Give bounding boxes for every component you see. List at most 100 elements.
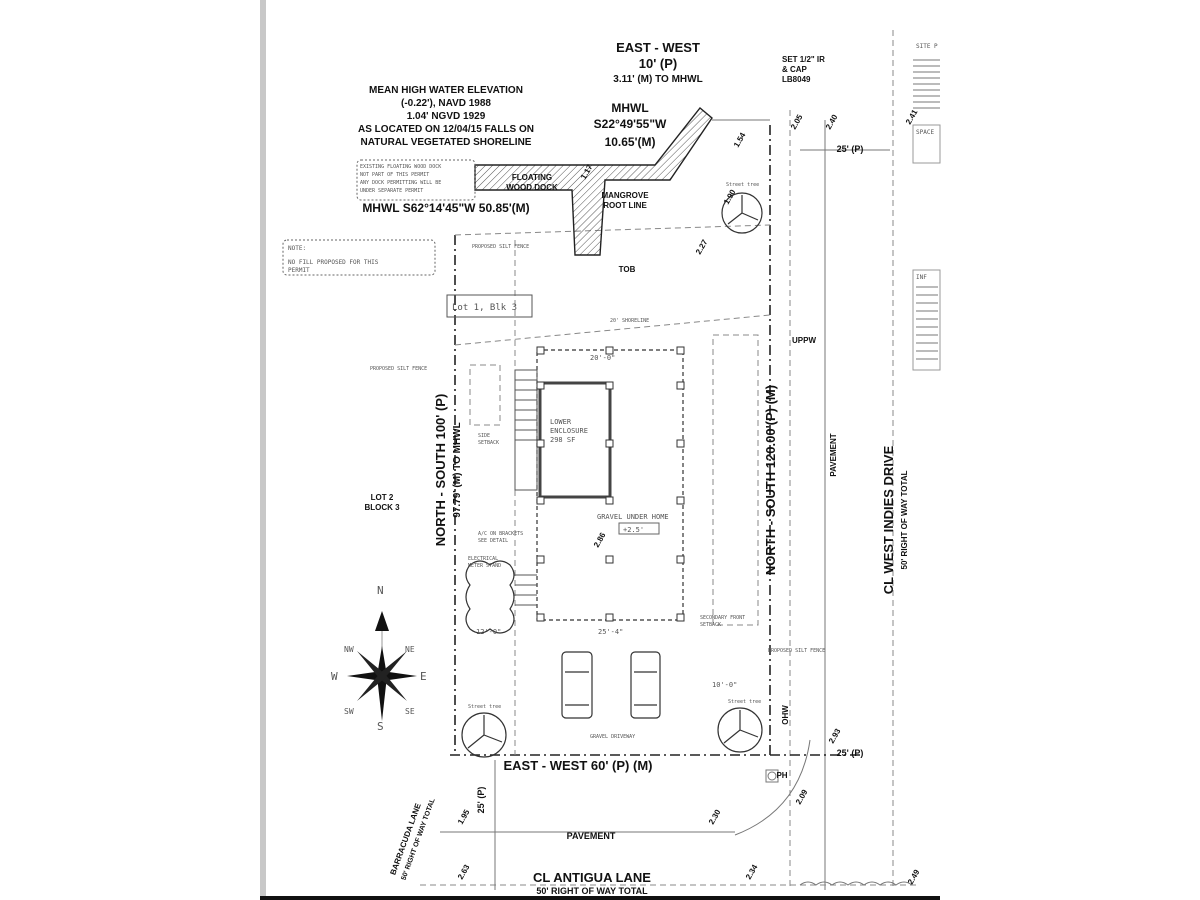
lot-1-box [446, 294, 533, 318]
road-lines [420, 30, 920, 890]
dim-25p-left: 25' (P) [476, 787, 486, 814]
ph-label: PH [776, 771, 787, 780]
ac-brackets-label: SEE DETAIL [478, 538, 508, 544]
mhwl-elevation-note: 1.04' NGVD 1929 [407, 111, 486, 122]
mangrove-label: ROOT LINE [603, 201, 647, 210]
electrical-label: METER STAND [468, 563, 501, 569]
elevation-label: 2.30 [707, 808, 723, 826]
secondary-setback-label: SETBACK [700, 622, 721, 628]
elevation-label: 2.40 [824, 113, 840, 131]
uppw-label: UPPW [792, 336, 816, 345]
lower-enclosure-label: ENCLOSURE [550, 427, 588, 435]
ac-brackets-label: A/C ON BRACKETS [478, 531, 523, 537]
elevation-label: 2.09 [794, 788, 810, 806]
mhwl-bearing-right: S22°49'55"W [594, 117, 667, 131]
compass-nw: NW [344, 645, 354, 654]
floating-dock-label: FLOATING [512, 173, 552, 182]
elevation-label: 1.95 [456, 808, 472, 826]
elevation-box-value: +2.5' [623, 526, 644, 534]
site-notes-title: SITE P [916, 43, 938, 50]
electrical-label: ELECTRICAL [468, 556, 498, 562]
west-indies-drive-label: 50' RIGHT OF WAY TOTAL [900, 470, 909, 569]
east-west-top-label: 3.11' (M) TO MHWL [613, 74, 702, 85]
west-indies-drive-label: CL WEST INDIES DRIVE [881, 445, 896, 594]
shoreline-label: 20' SHORELINE [610, 318, 649, 324]
note-text: PERMIT [288, 267, 310, 274]
dock-note-box [356, 159, 476, 201]
compass-s: S [377, 720, 384, 733]
note-text: NOTE: [288, 245, 306, 252]
sheet-left-border [260, 0, 266, 900]
dock-note: ANY DOCK PERMITTING WILL BE [360, 180, 441, 186]
dim-side: 12'-0" [476, 628, 501, 636]
lot-boundary [450, 119, 860, 756]
street-tree-icon [721, 192, 763, 234]
elevation-box [618, 522, 660, 535]
tob-label: TOB [619, 265, 636, 274]
elevation-label: 1.54 [732, 131, 748, 149]
street-tree-label: Street tree [726, 182, 759, 188]
site-notes-table: SITE P SPACE INF [912, 43, 941, 371]
elevation-label: 2.05 [789, 113, 805, 131]
ohw-label: OHW [781, 705, 790, 725]
sheet-bottom-border [260, 896, 940, 900]
mhwl-bearing-left: MHWL S62°14'45"W 50.85'(M) [362, 201, 529, 215]
mhwl-elevation-note: AS LOCATED ON 12/04/15 FALLS ON [358, 124, 534, 135]
street-tree-icon [717, 707, 763, 753]
spaces-table-title: SPACE [916, 129, 934, 136]
compass-w: W [331, 670, 338, 683]
elevation-label: 1.90 [722, 188, 738, 206]
electrical-meter-stand [465, 560, 515, 634]
silt-fence-label: PROPOSED SILT FENCE [472, 244, 529, 250]
car-icon [561, 651, 593, 719]
note-box [282, 239, 436, 276]
east-west-top-label: EAST - WEST [616, 40, 700, 55]
set-iron-rod-label: & CAP [782, 65, 808, 74]
fire-hydrant-icon [765, 769, 779, 783]
pavement-right-label: PAVEMENT [829, 433, 838, 476]
north-south-left-label: NORTH - SOUTH 100' (P) [433, 394, 448, 547]
side-setback-label: SIDE [478, 433, 490, 439]
dock-note: NOT PART OF THIS PERMIT [360, 172, 429, 178]
compass-se: SE [405, 707, 415, 716]
compass-e: E [420, 670, 427, 683]
pavement-bottom-label: PAVEMENT [567, 831, 616, 841]
compass-n: N [377, 584, 384, 597]
dim-25p-right: 25' (P) [837, 748, 864, 758]
dim-house-width: 25'-4" [598, 628, 623, 636]
street-tree-label: Street tree [468, 704, 501, 710]
side-setback-label: SETBACK [478, 440, 499, 446]
gravel-under-home-label: GRAVEL UNDER HOME [597, 513, 669, 521]
elevation-label: 2.86 [592, 531, 608, 549]
lot-2-label: LOT 2 [371, 493, 394, 502]
dim-rear: 20'-0" [590, 354, 615, 362]
car-icon [630, 651, 661, 719]
street-tree-label: Street tree [728, 699, 761, 705]
gravel-driveway-label: GRAVEL DRIVEWAY [590, 734, 635, 740]
lower-enclosure-label: LOWER [550, 418, 572, 426]
elevation-label: 2.63 [456, 863, 472, 881]
note-text: NO FILL PROPOSED FOR THIS [288, 259, 379, 266]
mhwl-elevation-note: MEAN HIGH WATER ELEVATION [369, 85, 523, 96]
floating-dock-label: WOOD DOCK [506, 183, 558, 192]
mangrove-label: MANGROVE [601, 191, 649, 200]
silt-fence-label: PROPOSED SILT FENCE [768, 648, 825, 654]
north-south-right-label: NORTH - SOUTH 120.00'(P) (M) [763, 385, 778, 575]
mhwl-bearing-right: 10.65'(M) [605, 135, 656, 149]
set-iron-rod-label: SET 1/2" IR [782, 55, 825, 64]
elevation-label: 2.27 [694, 238, 710, 256]
silt-fence-label: PROPOSED SILT FENCE [370, 366, 427, 372]
compass-sw: SW [344, 707, 354, 716]
lot-2-label: BLOCK 3 [364, 503, 400, 512]
info-table-title: INF [916, 274, 927, 281]
compass-ne: NE [405, 645, 415, 654]
mhwl-elevation-note: NATURAL VEGETATED SHORELINE [361, 137, 532, 148]
east-west-top-label: 10' (P) [639, 56, 678, 71]
hedge-line [799, 881, 913, 886]
dock-note: EXISTING FLOATING WOOD DOCK [360, 164, 441, 170]
elevation-label: 2.93 [827, 727, 843, 745]
mhwl-bearing-right: MHWL [611, 101, 648, 115]
floating-wood-dock [474, 107, 713, 256]
set-iron-rod-label: LB8049 [782, 75, 811, 84]
house-footprint [469, 334, 759, 626]
